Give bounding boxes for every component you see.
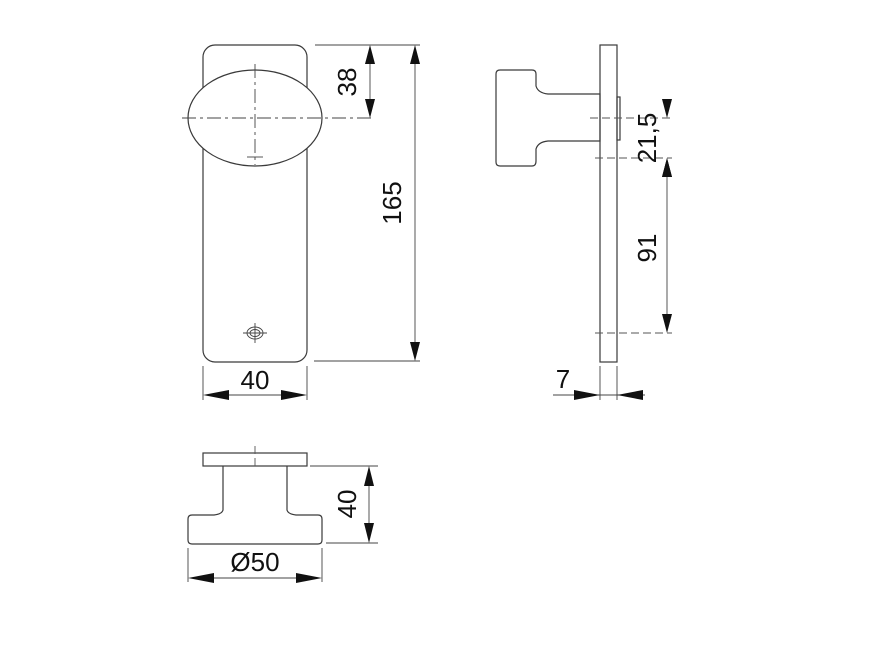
dimension-40-projection: 40 [310, 465, 378, 544]
knob-side-outline [495, 69, 601, 167]
side-view: 21,5 91 7 [495, 44, 672, 400]
bottom-view: 40 Ø50 [187, 446, 378, 583]
dimension-label-7: 7 [556, 364, 570, 394]
dimension-7: 7 [553, 364, 645, 400]
dimension-38: 38 [315, 44, 420, 118]
dimension-label-diameter-50: Ø50 [230, 547, 279, 577]
backplate-outline [202, 44, 308, 363]
dimension-165: 165 [314, 45, 420, 362]
dimension-label-21-5: 21,5 [632, 113, 662, 164]
dimension-label-40-width: 40 [241, 365, 270, 395]
screw-hole-icon [243, 323, 267, 343]
backplate-side-outline [599, 44, 618, 363]
dimension-diameter-50: Ø50 [187, 547, 323, 583]
rose-step-outline [616, 96, 621, 141]
dimension-91: 91 [632, 158, 672, 333]
dimension-40-width: 40 [202, 365, 308, 400]
dimension-label-91: 91 [632, 234, 662, 263]
dimension-label-40-projection: 40 [332, 490, 362, 519]
dimension-label-165: 165 [377, 181, 407, 224]
knob-bottom-outline [187, 466, 323, 545]
front-view: 38 165 40 [182, 44, 420, 400]
dimension-label-38: 38 [332, 68, 362, 97]
